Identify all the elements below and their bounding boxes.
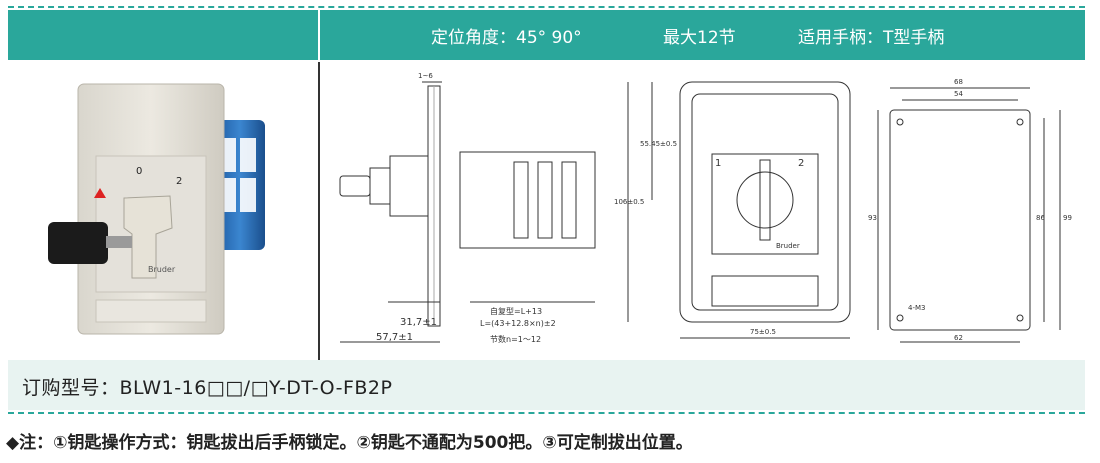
dim-panel: 1~6	[418, 72, 433, 80]
product-photo: 0 2 Bruder	[48, 83, 265, 335]
dim-577: 57,7±1	[376, 332, 413, 343]
bottom-dash	[8, 412, 1085, 414]
dim-62: 62	[954, 334, 963, 342]
dim-99: 99	[1063, 214, 1072, 222]
spec-angle: 定位角度：45° 90°	[431, 28, 582, 48]
dim-317: 31,7±1	[400, 317, 437, 328]
order-model: 订购型号：BLW1-16□□/□Y-DT-O-FB2P	[22, 377, 393, 399]
dim-106: 106±0.5	[614, 198, 644, 206]
front-drawing: 1 2 55.45±0.5 106±0.5 75±0.5 Bruder	[614, 81, 851, 339]
order-bar: 订购型号：BLW1-16□□/□Y-DT-O-FB2P	[8, 360, 1085, 410]
key	[48, 222, 108, 264]
dim-75: 75±0.5	[750, 328, 776, 336]
sections-note: 节数n=1～12	[490, 334, 541, 344]
back-drawing: 68 54 93 86 99 62 4-M3	[868, 78, 1072, 343]
header-divider	[318, 10, 320, 60]
dim-54: 54	[954, 90, 963, 98]
front-brand: Bruder	[776, 242, 800, 250]
photo-divider	[318, 62, 320, 360]
t-handle	[123, 195, 173, 279]
dim-86: 86	[1036, 214, 1045, 222]
dial-label-2: 2	[176, 176, 182, 187]
position-1: 1	[715, 158, 721, 169]
dim-5545: 55.45±0.5	[640, 140, 677, 148]
spec-handle: 适用手柄：T型手柄	[798, 28, 945, 48]
side-drawing: 1~6 31,7±1 57,7±1 自复型=L+13 L=(43+12.8×n)…	[339, 72, 596, 344]
dim-93: 93	[868, 214, 877, 222]
formula: L=(43+12.8×n)±2	[480, 319, 556, 328]
dim-68: 68	[954, 78, 963, 86]
photo-brand: Bruder	[148, 265, 176, 274]
spec-max-sections: 最大12节	[663, 28, 736, 48]
note-text: ◆注：①钥匙操作方式：钥匙拔出后手柄锁定。②钥匙不通配为500把。③可定制拔出位…	[6, 433, 693, 453]
hole-spec: 4-M3	[908, 304, 925, 312]
dial-label-0: 0	[136, 166, 142, 177]
position-2: 2	[798, 158, 804, 169]
spec-header: 定位角度：45° 90° 最大12节 适用手柄：T型手柄	[8, 10, 1085, 60]
formula-title: 自复型=L+13	[490, 306, 542, 316]
top-dash	[8, 6, 1085, 8]
arrow-marker	[94, 188, 106, 198]
